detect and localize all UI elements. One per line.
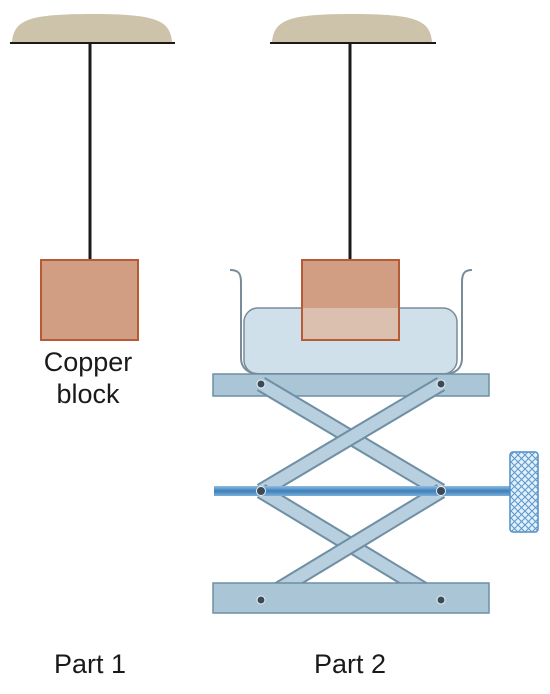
ceiling-mount-left [12,14,172,42]
part2-setup [212,14,539,614]
jack-bottom-platform [212,582,490,614]
part1-setup [10,14,175,341]
copper-block-label-line1: Copper [43,347,133,377]
copper-block-label: Copper block [18,346,158,410]
copper-block-right [301,259,400,341]
threaded-rod [214,486,514,496]
part2-label: Part 2 [313,649,387,679]
copper-block-label-line2: block [56,379,120,409]
ceiling-mount-right [272,14,432,42]
part1-label: Part 1 [53,649,127,679]
copper-block-left [40,259,139,341]
jack-top-platform [212,373,490,397]
submerged-tint [303,308,398,339]
scissor-arms [256,377,446,607]
pivot-pin-icon [256,379,446,605]
